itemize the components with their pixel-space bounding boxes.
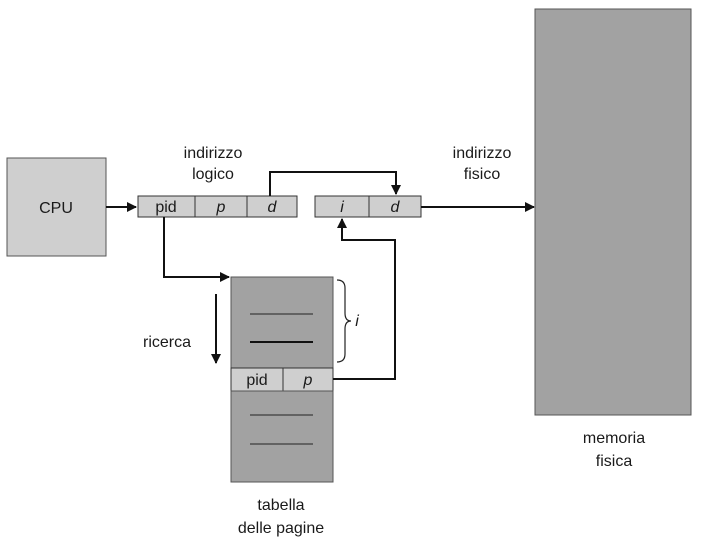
arrow-pid-to-page-table — [163, 217, 230, 282]
page-table-caption-line1: tabella — [257, 497, 304, 514]
page-table-entry-p-label: p — [303, 372, 313, 389]
physical-memory-block: memoria fisica — [534, 8, 692, 470]
physical-field-i-label: i — [340, 199, 344, 216]
page-table-caption-line2: delle pagine — [238, 520, 324, 537]
logical-field-p-label: p — [216, 199, 226, 216]
logical-address-title-line1: indirizzo — [184, 145, 243, 162]
physical-memory-caption-line2: fisica — [596, 453, 633, 470]
arrow-offset-d-to-physical — [269, 171, 401, 196]
physical-field-d-label: d — [391, 199, 401, 216]
physical-address-register: i d — [314, 195, 422, 218]
logical-field-d-label: d — [268, 199, 278, 216]
index-brace — [336, 279, 352, 363]
page-table-upper — [230, 276, 334, 369]
logical-address-title-line2: logico — [192, 166, 234, 183]
arrow-entry-to-frame-index — [333, 218, 396, 380]
search-label: ricerca — [143, 334, 191, 351]
cpu-block: CPU — [6, 157, 107, 257]
physical-address-title-line2: fisico — [464, 166, 501, 183]
page-table-lower — [230, 390, 334, 483]
logical-field-d — [246, 195, 298, 218]
page-table: pid p tabella delle pagine — [230, 276, 334, 537]
page-table-entry-pid-label: pid — [246, 372, 267, 389]
cpu-box — [6, 157, 107, 257]
physical-memory-caption-line1: memoria — [583, 430, 645, 447]
physical-address-title-line1: indirizzo — [453, 145, 512, 162]
cpu-label: CPU — [39, 200, 73, 217]
index-label: i — [355, 313, 359, 330]
logical-address-register: pid p d — [137, 195, 298, 218]
logical-field-pid-label: pid — [155, 199, 176, 216]
physical-memory-box — [534, 8, 692, 416]
